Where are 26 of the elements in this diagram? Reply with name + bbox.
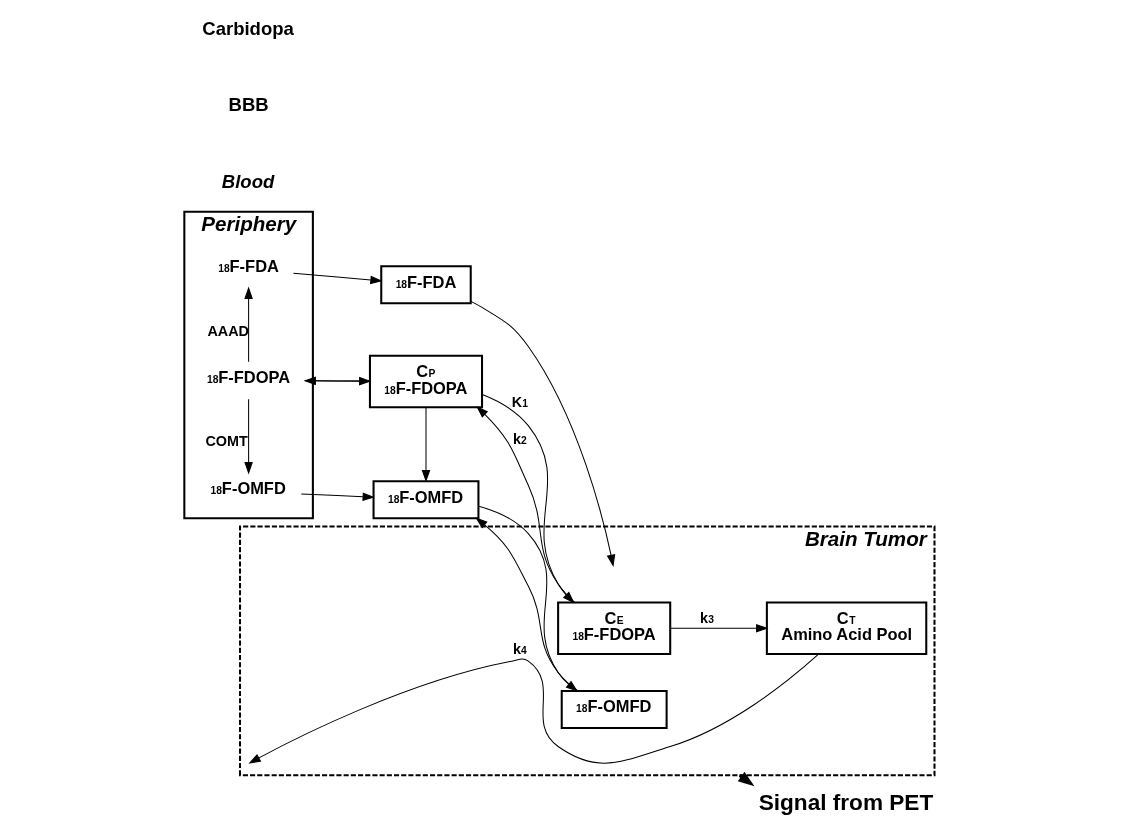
node-box: 18F-FDA xyxy=(380,265,472,305)
edge-label: k3 xyxy=(700,610,714,627)
node-box: 18F-OMFD xyxy=(560,689,668,729)
arrow xyxy=(669,623,769,633)
edge-label: k2 xyxy=(512,431,527,448)
arrow xyxy=(244,398,253,475)
edge-label: k4 xyxy=(512,641,527,658)
node-box: CE 18F-FDOPA xyxy=(557,601,672,655)
node-text: 18F-FDA xyxy=(218,257,279,276)
label: Carbidopa xyxy=(202,18,294,40)
node-text: 18F-OMFD xyxy=(210,479,286,498)
edge-label: COMT xyxy=(205,433,248,450)
arrow xyxy=(470,300,616,567)
node-text: 18F-FDOPA xyxy=(206,368,291,387)
label: Blood xyxy=(221,170,275,192)
arrow xyxy=(244,286,253,363)
arrow xyxy=(300,492,375,502)
label: BBB xyxy=(228,94,269,116)
node-text: Signal from PET xyxy=(758,789,934,815)
edge-label: K1 xyxy=(511,394,528,411)
arrow xyxy=(292,272,383,285)
node-box: CT Amino Acid Pool xyxy=(765,601,928,655)
arrow xyxy=(421,406,431,483)
node-box: 18F-OMFD xyxy=(372,480,480,520)
node-box: CP 18F-FDOPA xyxy=(368,354,484,409)
arrow xyxy=(248,653,820,764)
